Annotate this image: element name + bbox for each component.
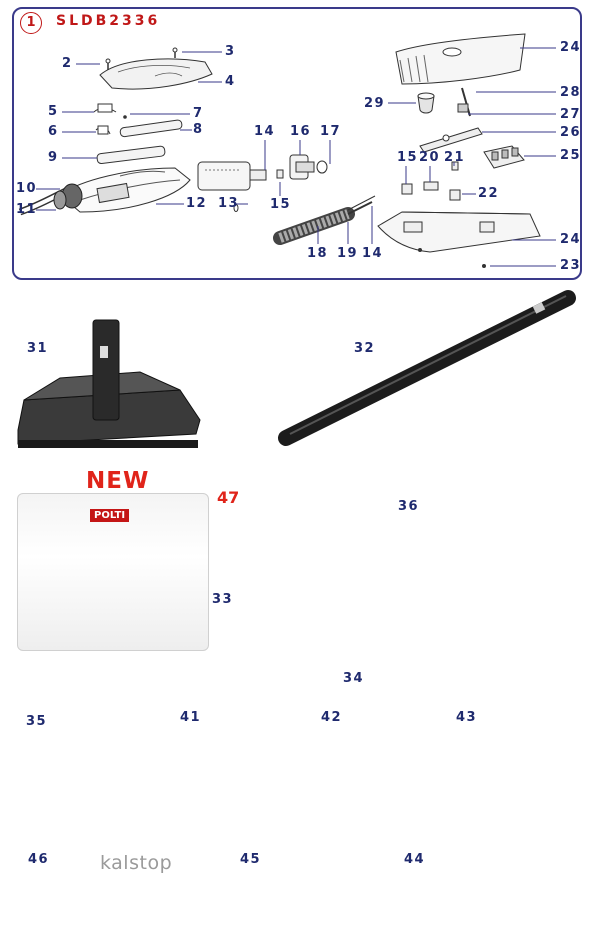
new-badge: NEW [86, 468, 150, 494]
part-number-44: 44 [404, 852, 426, 867]
model-code: SLDB2336 [56, 13, 161, 29]
part-number-16: 16 [290, 124, 312, 139]
part-number-32: 32 [354, 341, 376, 356]
part-number-7: 7 [193, 106, 204, 121]
part-number-21: 21 [444, 150, 466, 165]
leader-lines [36, 47, 556, 267]
button-knob-part [417, 92, 435, 114]
lower-nozzle-body-part [377, 211, 541, 268]
valve-part [289, 154, 328, 180]
part-number-14-lower: 14 [362, 246, 384, 261]
part-number-20: 20 [419, 150, 441, 165]
button-slider-part [96, 115, 183, 165]
part-number-42: 42 [321, 710, 343, 725]
part-number-41: 41 [180, 710, 202, 725]
part-number-4: 4 [225, 74, 236, 89]
part-number-12: 12 [186, 196, 208, 211]
part-number-18: 18 [307, 246, 329, 261]
kalstop-label: kalstop [100, 852, 173, 874]
part-number-25: 25 [560, 148, 582, 163]
spring-pin-part [457, 87, 471, 117]
handle-top-cover-part [99, 58, 213, 90]
part-number-19: 19 [337, 246, 359, 261]
part-number-11: 11 [16, 202, 38, 217]
part-number-2: 2 [62, 56, 73, 71]
part-number-35: 35 [26, 714, 48, 729]
part-number-6: 6 [48, 124, 59, 139]
hose-coupling-part [18, 183, 83, 216]
floor-brush-31 [17, 319, 201, 448]
section-number-badge: 1 [20, 12, 42, 34]
part-number-27: 27 [560, 107, 582, 122]
cable-clamp-part [483, 145, 525, 169]
part-number-10: 10 [16, 181, 38, 196]
part-number-22: 22 [478, 186, 500, 201]
part-number-47: 47 [217, 488, 240, 507]
part-number-24-upper: 24 [560, 40, 582, 55]
package-logo: POLTI [90, 509, 130, 522]
part-number-28: 28 [560, 85, 582, 100]
part-number-26: 26 [560, 125, 582, 140]
screw-part [105, 47, 178, 70]
part-number-24-lower: 24 [560, 232, 582, 247]
upper-nozzle-cover-part [395, 33, 526, 85]
part-number-33: 33 [212, 592, 234, 607]
part-number-36: 36 [398, 499, 420, 514]
part-number-29: 29 [364, 96, 386, 111]
part-number-13: 13 [218, 196, 240, 211]
part-number-8: 8 [193, 122, 204, 137]
part-number-3: 3 [225, 44, 236, 59]
part-number-46: 46 [28, 852, 50, 867]
part-number-5: 5 [48, 104, 59, 119]
extension-tube-32 [278, 290, 576, 446]
part-number-9: 9 [48, 150, 59, 165]
part-number-45: 45 [240, 852, 262, 867]
steam-tube-part [197, 161, 284, 191]
part-number-23: 23 [560, 258, 582, 273]
part-number-15-lower: 15 [270, 197, 292, 212]
part-number-15-right: 15 [397, 150, 419, 165]
part-number-31: 31 [27, 341, 49, 356]
part-number-43: 43 [456, 710, 478, 725]
handle-body-part [59, 167, 191, 213]
part-number-14-upper: 14 [254, 124, 276, 139]
switch-wires-part [93, 103, 117, 135]
small-fittings-part [401, 161, 461, 201]
part-number-34: 34 [343, 671, 365, 686]
lever-part [419, 127, 483, 153]
part-number-17: 17 [320, 124, 342, 139]
exploded-view-frame [12, 7, 582, 280]
cable-sleeve-part [273, 195, 376, 245]
